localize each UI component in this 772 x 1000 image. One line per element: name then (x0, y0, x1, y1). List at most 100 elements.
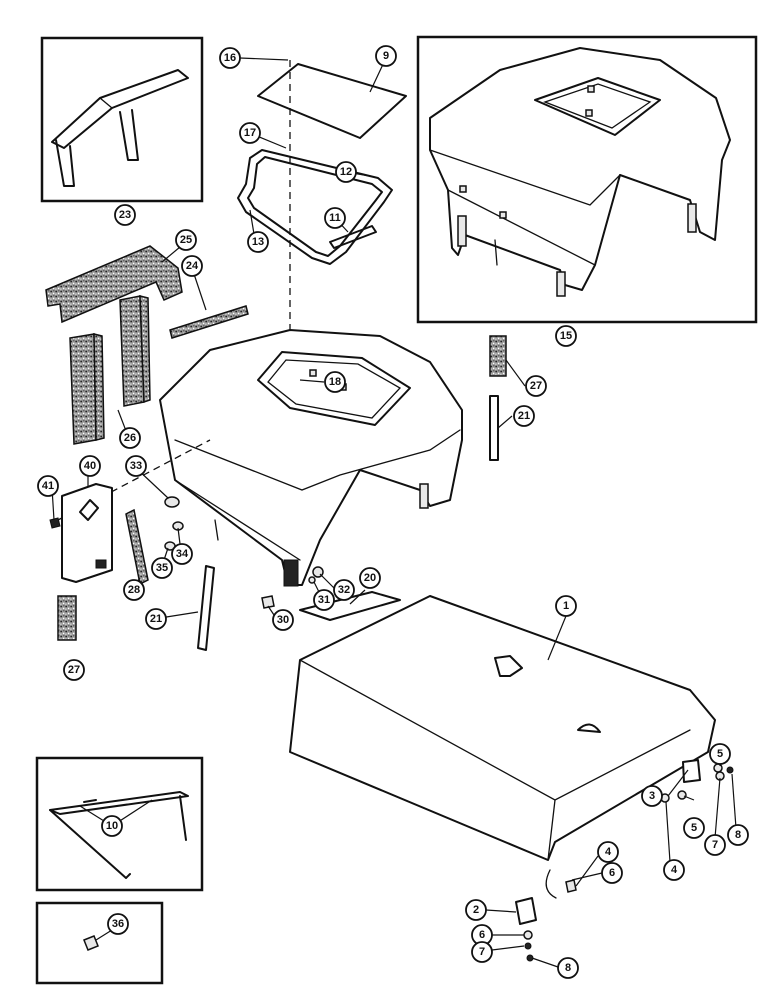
svg-text:30: 30 (277, 614, 289, 626)
inset-box-36 (35, 901, 164, 985)
callout-24: 24 (181, 255, 203, 277)
callout-2: 2 (465, 899, 487, 921)
svg-text:1: 1 (563, 600, 569, 612)
strip-21-right (489, 395, 499, 461)
callout-28: 28 (123, 579, 145, 601)
callout-6-top: 6 (601, 862, 623, 884)
inset-box-15 (416, 35, 758, 324)
svg-text:2: 2 (473, 904, 479, 916)
callout-21-right: 21 (513, 405, 535, 427)
svg-text:26: 26 (124, 432, 136, 444)
svg-text:31: 31 (318, 594, 330, 606)
foam-27-right (489, 335, 507, 377)
svg-text:10: 10 (106, 820, 118, 832)
svg-text:7: 7 (712, 839, 718, 851)
callout-1: 1 (555, 595, 577, 617)
callout-17: 17 (239, 122, 261, 144)
callout-7-right: 7 (704, 834, 726, 856)
svg-text:9: 9 (383, 50, 389, 62)
svg-text:5: 5 (691, 822, 697, 834)
strip-24 (169, 305, 249, 339)
svg-text:13: 13 (252, 236, 264, 248)
callout-27-left: 27 (63, 659, 85, 681)
svg-text:16: 16 (224, 52, 236, 64)
callout-3: 3 (641, 785, 663, 807)
svg-text:5: 5 (717, 748, 723, 760)
foam-strip-25 (45, 245, 183, 324)
callout-10: 10 (101, 815, 123, 837)
svg-text:4: 4 (671, 864, 678, 876)
callout-13: 13 (247, 231, 269, 253)
callout-27-right: 27 (525, 375, 547, 397)
svg-text:11: 11 (329, 212, 341, 224)
callout-8-bottom: 8 (557, 957, 579, 979)
strip-21-left (197, 565, 215, 651)
inset-box-10 (35, 756, 204, 892)
callout-33: 33 (125, 455, 147, 477)
svg-text:4: 4 (605, 846, 612, 858)
svg-text:23: 23 (119, 209, 131, 221)
callout-4-right: 4 (663, 859, 685, 881)
callout-25: 25 (175, 229, 197, 251)
callout-30: 30 (272, 609, 294, 631)
callout-8-right: 8 (727, 824, 749, 846)
foam-strip-28 (125, 508, 149, 586)
svg-text:3: 3 (649, 790, 655, 802)
foam-27-left (57, 595, 77, 641)
svg-text:18: 18 (329, 376, 341, 388)
callout-7-bottom: 7 (471, 941, 493, 963)
svg-text:21: 21 (518, 410, 530, 422)
callout-18: 18 (324, 371, 346, 393)
callout-11: 11 (324, 207, 346, 229)
svg-text:20: 20 (364, 572, 376, 584)
callout-36: 36 (107, 913, 129, 935)
hood-panel-1 (289, 595, 716, 899)
callout-32: 32 (333, 579, 355, 601)
svg-text:33: 33 (130, 460, 142, 472)
svg-text:6: 6 (479, 929, 485, 941)
callout-9: 9 (375, 45, 397, 67)
callout-16: 16 (219, 47, 241, 69)
callout-20: 20 (359, 567, 381, 589)
svg-text:28: 28 (128, 584, 140, 596)
callout-5-top: 5 (709, 743, 731, 765)
svg-text:21: 21 (150, 613, 162, 625)
svg-text:6: 6 (609, 867, 615, 879)
callout-12: 12 (335, 161, 357, 183)
main-cowl-assembly (57, 329, 463, 587)
bracket-40 (61, 483, 113, 583)
inset-box-23 (40, 36, 204, 203)
callout-34: 34 (171, 543, 193, 565)
svg-text:35: 35 (156, 562, 168, 574)
screw-41 (49, 517, 61, 529)
svg-text:36: 36 (112, 918, 124, 930)
svg-text:12: 12 (340, 166, 352, 178)
svg-text:17: 17 (244, 127, 256, 139)
seal-frame-12-13 (237, 149, 393, 265)
callout-23: 23 (114, 204, 136, 226)
svg-text:7: 7 (479, 946, 485, 958)
svg-text:27: 27 (530, 380, 542, 392)
svg-text:15: 15 (560, 330, 572, 342)
svg-text:27: 27 (68, 664, 80, 676)
callout-15: 15 (555, 325, 577, 347)
callout-41: 41 (37, 475, 59, 497)
svg-text:41: 41 (42, 480, 54, 492)
svg-text:24: 24 (186, 260, 199, 272)
foam-block-26 (69, 295, 151, 445)
callout-5-mid: 5 (683, 817, 705, 839)
callout-40: 40 (79, 455, 101, 477)
callout-35: 35 (151, 557, 173, 579)
svg-text:8: 8 (735, 829, 741, 841)
svg-text:34: 34 (176, 548, 189, 560)
svg-text:8: 8 (565, 962, 571, 974)
callout-21-left: 21 (145, 608, 167, 630)
svg-text:25: 25 (180, 234, 192, 246)
callout-4-left: 4 (597, 841, 619, 863)
svg-text:32: 32 (338, 584, 350, 596)
svg-text:40: 40 (84, 460, 96, 472)
callout-31: 31 (313, 589, 335, 611)
callout-26: 26 (119, 427, 141, 449)
top-cover-plate-9 (257, 63, 407, 139)
